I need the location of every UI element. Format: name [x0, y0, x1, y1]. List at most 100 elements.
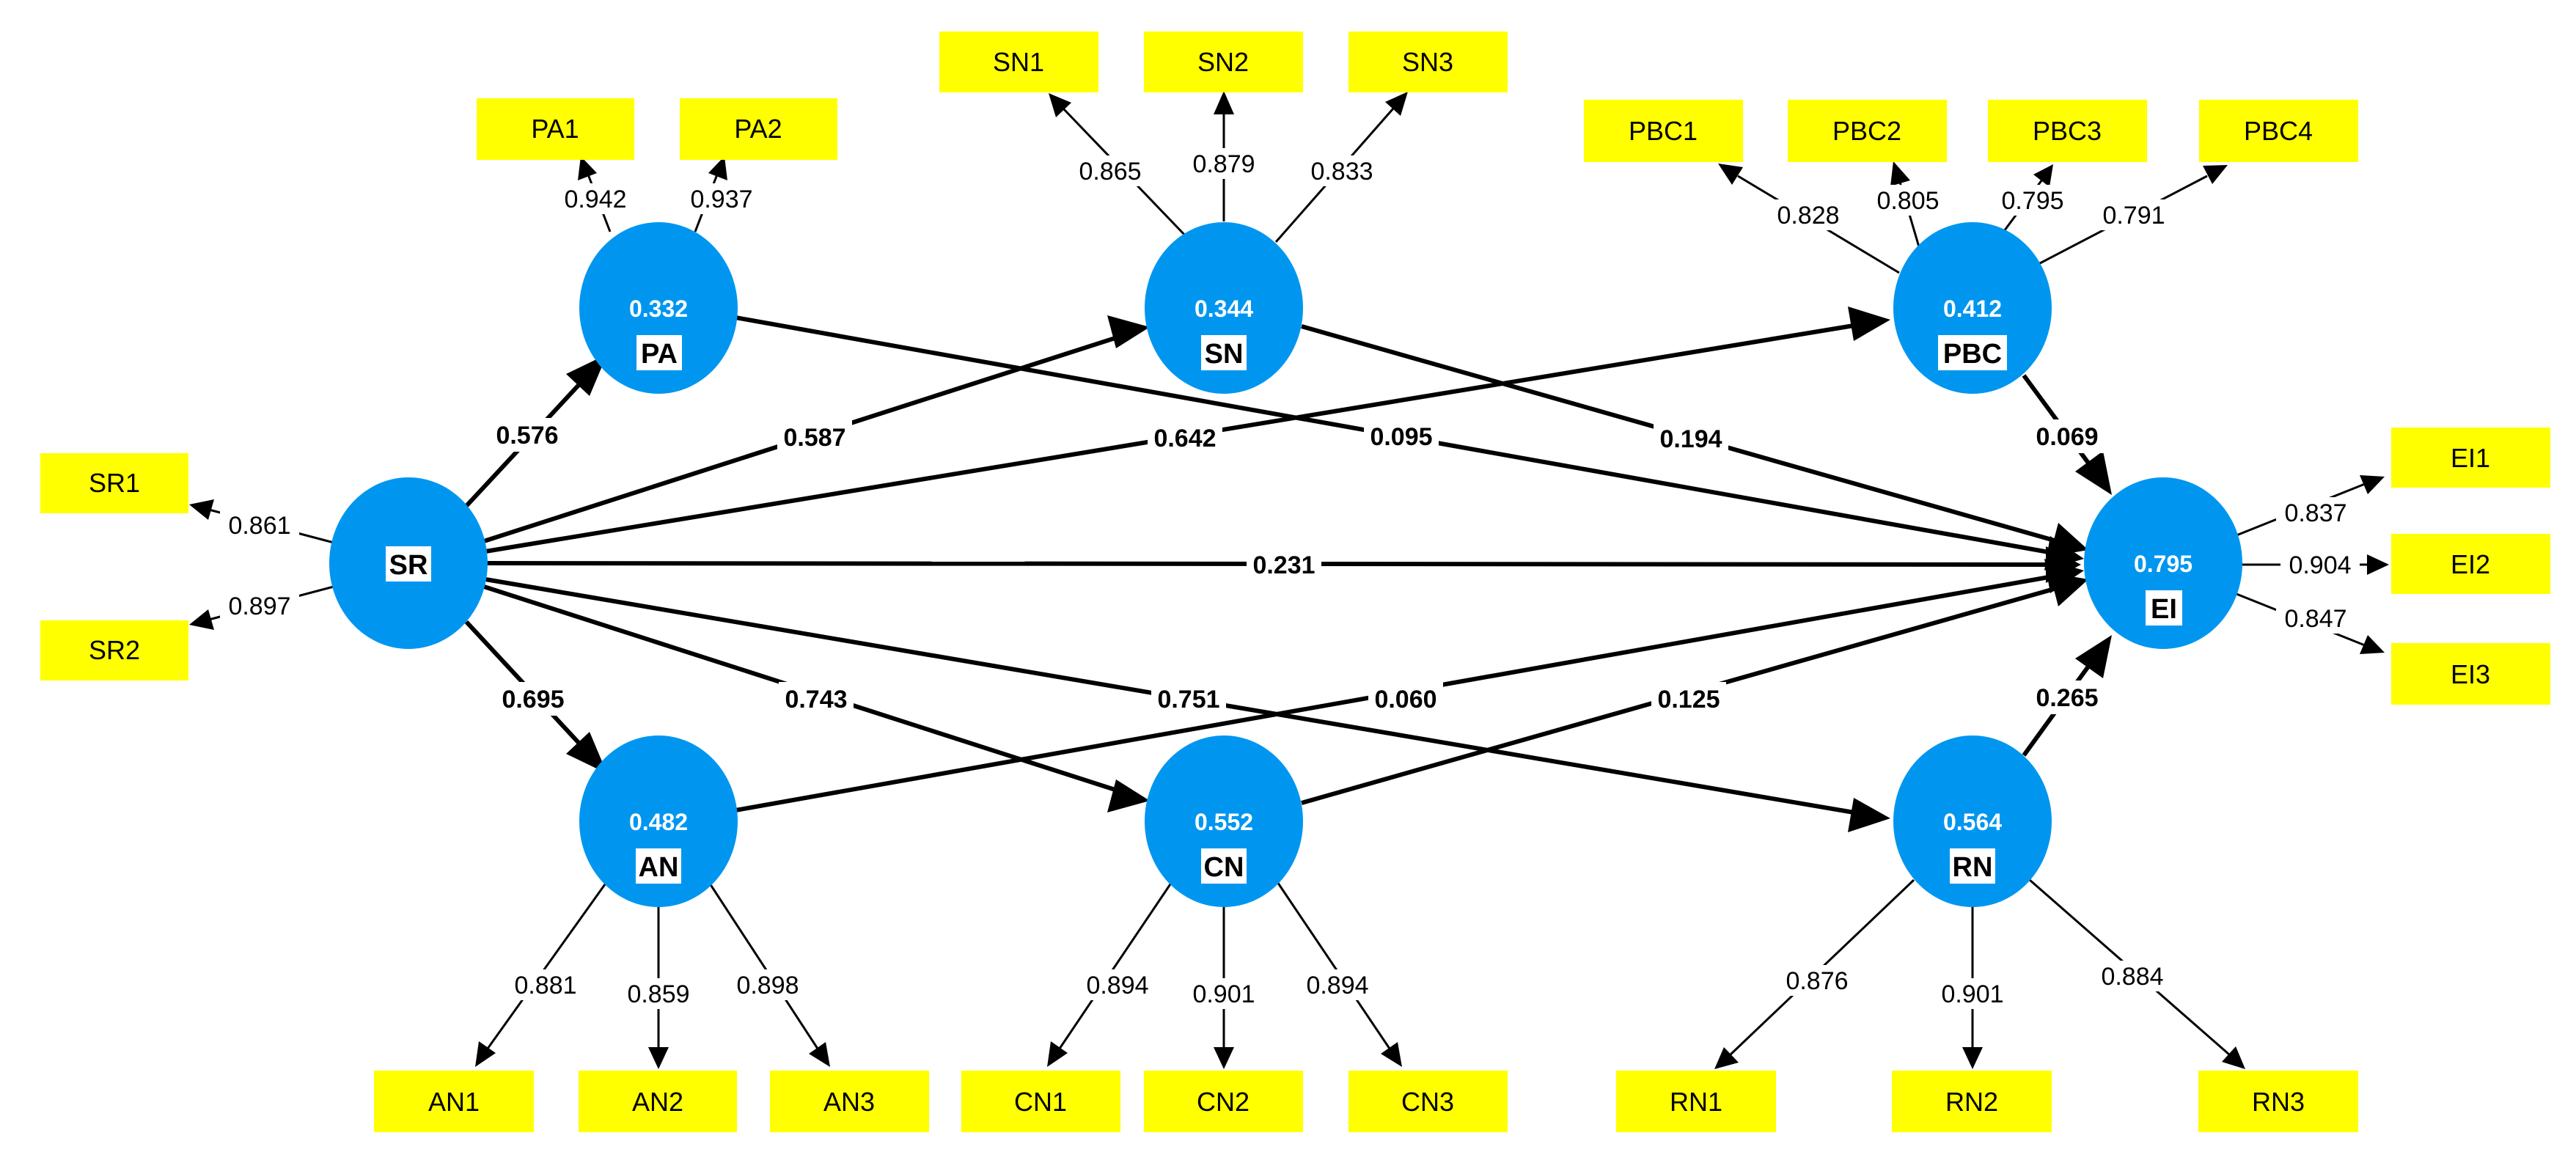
- construct-label: SN: [1205, 339, 1244, 370]
- indicator-ei1[interactable]: EI1: [2391, 428, 2550, 488]
- path-rn-ei: 0.265: [2022, 635, 2112, 757]
- indicator-sn3[interactable]: SN3: [1348, 32, 1508, 92]
- construct-label: EI: [2151, 594, 2177, 625]
- construct-r2: 0.344: [1195, 296, 1253, 322]
- path-coef-rn-ei: 0.265: [2036, 684, 2098, 712]
- construct-cn[interactable]: 0.552 CN: [1145, 735, 1303, 907]
- indicator-label: AN1: [428, 1087, 480, 1117]
- loading-pa2: 0.937: [690, 186, 752, 213]
- loading-pbc4: 0.791: [2102, 202, 2165, 230]
- loading-ei1: 0.837: [2284, 499, 2346, 527]
- loading-rn3: 0.884: [2101, 963, 2163, 991]
- structural-paths: 0.576 0.587 0.642 0.231 0.695: [464, 307, 2112, 832]
- indicator-rn3[interactable]: RN3: [2198, 1071, 2358, 1132]
- path-sr-cn: 0.743: [483, 584, 1150, 812]
- path-coef-sr-pbc: 0.642: [1153, 425, 1216, 452]
- indicator-label: PBC3: [2033, 116, 2102, 146]
- indicator-an1[interactable]: AN1: [374, 1071, 534, 1132]
- path-sr-an: 0.695: [464, 620, 607, 774]
- indicator-cn1[interactable]: CN1: [961, 1071, 1120, 1132]
- loading-an3: 0.898: [736, 972, 799, 999]
- loading-cn3: 0.894: [1306, 972, 1368, 999]
- construct-label: RN: [1953, 852, 1993, 883]
- loading-pbc3: 0.795: [2001, 187, 2063, 215]
- loading-pa1: 0.942: [564, 186, 626, 213]
- path-sr-pbc: 0.642: [485, 307, 1890, 554]
- construct-r2: 0.552: [1195, 809, 1253, 835]
- loading-cn2: 0.901: [1192, 980, 1255, 1008]
- path-cn-ei: 0.125: [1301, 573, 2088, 805]
- path-sr-ei: 0.231: [486, 546, 2081, 583]
- indicator-an3[interactable]: AN3: [770, 1071, 929, 1132]
- path-coef-sr-rn: 0.751: [1157, 686, 1219, 713]
- indicator-label: PA2: [734, 114, 782, 144]
- indicator-cn2[interactable]: CN2: [1144, 1071, 1303, 1132]
- indicator-sr2[interactable]: SR2: [40, 620, 188, 680]
- construct-label: AN: [639, 852, 679, 883]
- construct-sn[interactable]: 0.344 SN: [1145, 222, 1303, 394]
- indicator-label: AN2: [632, 1087, 683, 1117]
- construct-label: SR: [389, 550, 428, 581]
- indicator-pbc1[interactable]: PBC1: [1584, 100, 1743, 162]
- indicator-ei2[interactable]: EI2: [2391, 534, 2550, 594]
- path-coef-an-ei: 0.060: [1374, 686, 1436, 713]
- construct-pbc[interactable]: 0.412 PBC: [1893, 222, 2052, 394]
- indicator-sr1[interactable]: SR1: [40, 453, 188, 513]
- loading-cn1: 0.894: [1086, 972, 1148, 999]
- construct-label: PBC: [1943, 339, 2002, 370]
- indicator-ei3[interactable]: EI3: [2391, 643, 2550, 705]
- path-sr-sn: 0.587: [483, 315, 1150, 543]
- indicator-pa1[interactable]: PA1: [477, 98, 634, 160]
- loading-an1: 0.881: [514, 972, 576, 999]
- path-sr-rn: 0.751: [485, 577, 1890, 832]
- indicator-pbc2[interactable]: PBC2: [1788, 100, 1947, 162]
- loading-sr2: 0.897: [228, 592, 290, 620]
- indicator-pa2[interactable]: PA2: [680, 98, 837, 160]
- construct-an[interactable]: 0.482 AN: [579, 735, 738, 907]
- construct-r2: 0.332: [629, 296, 688, 322]
- construct-sr[interactable]: SR: [329, 477, 488, 649]
- path-coef-sr-pa: 0.576: [496, 422, 558, 450]
- indicator-label: PBC4: [2244, 116, 2313, 146]
- construct-label: PA: [641, 339, 678, 370]
- path-coef-sr-sn: 0.587: [783, 424, 845, 452]
- construct-rn[interactable]: 0.564 RN: [1893, 735, 2052, 907]
- indicator-rn1[interactable]: RN1: [1616, 1071, 1776, 1132]
- indicator-label: CN3: [1401, 1087, 1454, 1117]
- indicator-label: EI1: [2451, 443, 2490, 473]
- indicator-rn2[interactable]: RN2: [1892, 1071, 2052, 1132]
- indicator-cn3[interactable]: CN3: [1348, 1071, 1508, 1132]
- loading-sn1: 0.865: [1079, 158, 1141, 186]
- path-pbc-ei: 0.069: [2022, 374, 2112, 495]
- indicator-label: SN2: [1197, 47, 1249, 77]
- loading-an2: 0.859: [627, 980, 689, 1008]
- indicator-label: RN3: [2252, 1087, 2305, 1117]
- path-coef-cn-ei: 0.125: [1657, 686, 1720, 713]
- indicator-label: SR2: [89, 635, 140, 665]
- constructs: SR 0.332 PA 0.344 SN 0.412 PBC 0.795 EI: [329, 222, 2242, 907]
- path-coef-sr-an: 0.695: [502, 686, 564, 713]
- loading-rn1: 0.876: [1786, 967, 1848, 995]
- indicator-sn2[interactable]: SN2: [1144, 32, 1303, 92]
- path-sn-ei: 0.194: [1301, 324, 2088, 557]
- indicator-an2[interactable]: AN2: [579, 1071, 737, 1132]
- construct-ei[interactable]: 0.795 EI: [2084, 477, 2242, 649]
- indicator-label: CN1: [1014, 1087, 1067, 1117]
- construct-r2: 0.564: [1943, 809, 2002, 835]
- indicator-label: SR1: [89, 468, 140, 498]
- loading-rn2: 0.901: [1941, 980, 2003, 1008]
- indicator-sn1[interactable]: SN1: [939, 32, 1098, 92]
- loading-ei2: 0.904: [2289, 551, 2351, 579]
- path-coef-pa-ei: 0.095: [1370, 423, 1432, 451]
- indicator-pbc4[interactable]: PBC4: [2199, 100, 2358, 162]
- loading-sn3: 0.833: [1310, 158, 1373, 186]
- construct-pa[interactable]: 0.332 PA: [579, 222, 738, 394]
- indicator-label: RN1: [1670, 1087, 1722, 1117]
- construct-label: CN: [1204, 852, 1244, 883]
- indicator-label: AN3: [823, 1087, 875, 1117]
- indicator-label: SN1: [993, 47, 1044, 77]
- path-coef-sr-cn: 0.743: [785, 686, 847, 713]
- indicator-pbc3[interactable]: PBC3: [1988, 100, 2147, 162]
- construct-r2: 0.795: [2134, 551, 2192, 577]
